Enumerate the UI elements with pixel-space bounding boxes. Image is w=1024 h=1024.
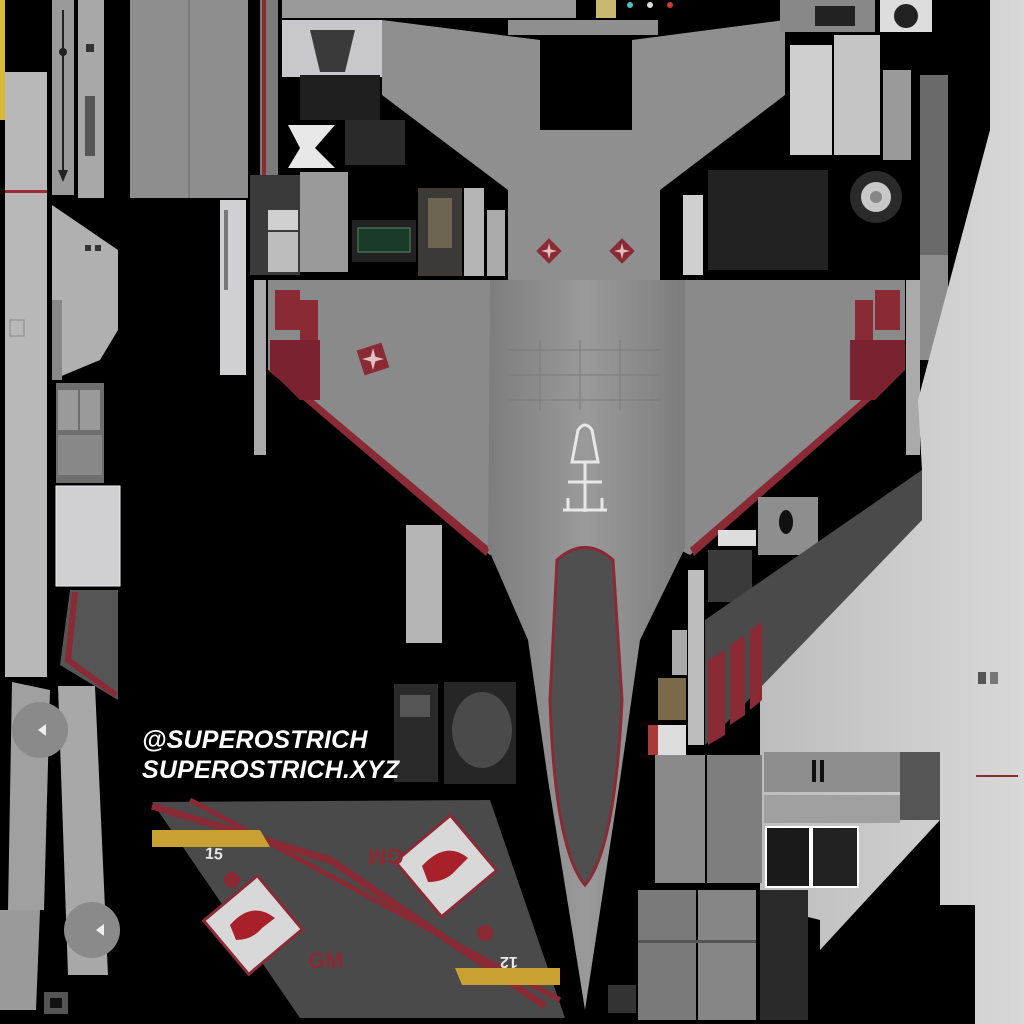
red-star-emblem-1 [536, 238, 562, 264]
main-fuselage-top-view [268, 20, 905, 1010]
credit-website: SUPEROSTRICH.XYZ [142, 756, 400, 784]
tail-number-top: 15 [204, 845, 224, 864]
credit-handle: @SUPEROSTRICH [142, 726, 368, 754]
tail-number-bottom: 12 [500, 953, 518, 970]
left-edge-strips [0, 0, 248, 677]
unit-code-top: GM [368, 844, 404, 869]
wing-red-chevrons-left [270, 290, 320, 400]
unit-code-bottom: GM [308, 948, 344, 973]
red-star-emblem-2 [609, 238, 635, 264]
center-small-parts [394, 525, 516, 784]
middle-right-parts [648, 470, 922, 755]
bottom-right-blocks [608, 752, 940, 1020]
vertical-tail-fin [150, 797, 565, 1018]
top-strip-parts [282, 0, 673, 168]
cockpit-interior-parts-left [250, 75, 505, 276]
ejection-seat-marking [563, 423, 607, 512]
lower-red-chevrons [708, 622, 762, 745]
bird-emblem-2 [393, 813, 499, 919]
bird-emblem-1 [201, 873, 305, 977]
left-panel-pieces [52, 0, 278, 700]
red-star-emblem-3 [356, 342, 390, 376]
wing-red-chevrons-right [850, 290, 905, 400]
bottom-left-panels [0, 682, 120, 1014]
